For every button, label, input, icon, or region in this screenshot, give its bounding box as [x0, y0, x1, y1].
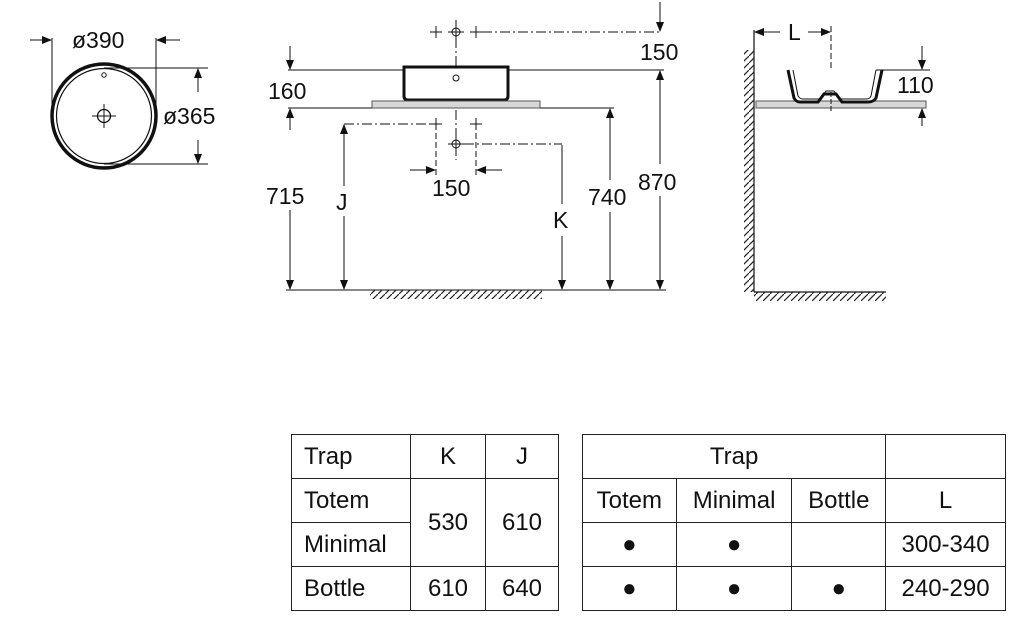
minimal-dot: ● — [675, 566, 793, 611]
bottle-header: Bottle — [791, 478, 887, 523]
totem-dot: ● — [582, 566, 677, 611]
totem-dot: ● — [582, 522, 677, 567]
waste-spacing-label: 150 — [432, 175, 470, 201]
j-value: 640 — [485, 566, 559, 611]
trap-name: Minimal — [291, 522, 411, 567]
length-value: 300-340 — [885, 522, 1006, 567]
top-view: ø390 ø365 — [30, 27, 215, 170]
side-floor-hatch — [754, 292, 886, 301]
front-overflow-hole — [452, 74, 460, 82]
table-header-row: Trap K J — [291, 434, 559, 479]
minimal-dot: ● — [675, 522, 793, 567]
table-row: Totem 530 610 — [291, 478, 559, 567]
k-header: K — [410, 434, 486, 479]
table-row: ● ● ● 240-290 — [582, 566, 1006, 611]
j-dimension-label: J — [336, 189, 348, 215]
bowl-height-label: 110 — [897, 72, 934, 98]
counter-height-label: 715 — [266, 183, 304, 209]
k-value: 610 — [410, 566, 486, 611]
side-basin-bowl — [786, 69, 884, 104]
bottle-dot: ● — [791, 566, 887, 611]
wall-distance-label: L — [788, 19, 801, 45]
trap-header: Trap — [291, 434, 411, 479]
drain-icon — [92, 104, 116, 128]
totem-header: Totem — [582, 478, 677, 523]
trap-dimensions-table: Trap K J Totem 530 610 Minimal Bottle 61… — [291, 434, 559, 611]
table-header-row: Trap — [581, 434, 1006, 479]
side-view: L 110 — [744, 19, 934, 301]
length-header: L — [885, 478, 1006, 523]
bottle-dot — [791, 522, 887, 567]
length-value: 240-290 — [885, 566, 1006, 611]
j-value: 610 — [485, 478, 559, 567]
trap-compatibility-table: Trap Totem Minimal Bottle L ● ● 300-340 … — [581, 434, 1006, 611]
wall-hatch — [744, 50, 754, 292]
table-row: ● ● 300-340 — [582, 522, 1006, 567]
k-dimension-label: K — [553, 207, 569, 233]
trap-group-header: Trap — [581, 434, 887, 479]
table-subheader-row: Totem Minimal Bottle L — [582, 478, 1006, 523]
rim-height-label: 160 — [268, 78, 306, 104]
j-header: J — [485, 434, 559, 479]
blank-header-cell — [885, 434, 1006, 479]
trap-name: Bottle — [291, 566, 411, 611]
inner-diameter-label: ø365 — [163, 103, 215, 129]
waste-markers — [430, 118, 562, 178]
countertop — [371, 100, 541, 109]
front-view: 150 160 715 J 150 — [266, 2, 678, 299]
overall-height-label: 870 — [638, 169, 676, 195]
countertop-height-label: 740 — [588, 184, 626, 210]
overflow-hole — [101, 72, 107, 78]
floor-hatch — [370, 290, 542, 299]
basin-bowl — [402, 65, 510, 102]
tap-offset-label: 150 — [640, 39, 678, 65]
tap-hole-markers — [430, 24, 660, 40]
table-row: Bottle 610 640 — [291, 566, 559, 611]
table-row: Minimal — [291, 522, 559, 567]
minimal-header: Minimal — [675, 478, 793, 523]
trap-name: Totem — [291, 478, 411, 523]
k-value: 530 — [410, 478, 486, 567]
outer-diameter-label: ø390 — [72, 27, 124, 53]
